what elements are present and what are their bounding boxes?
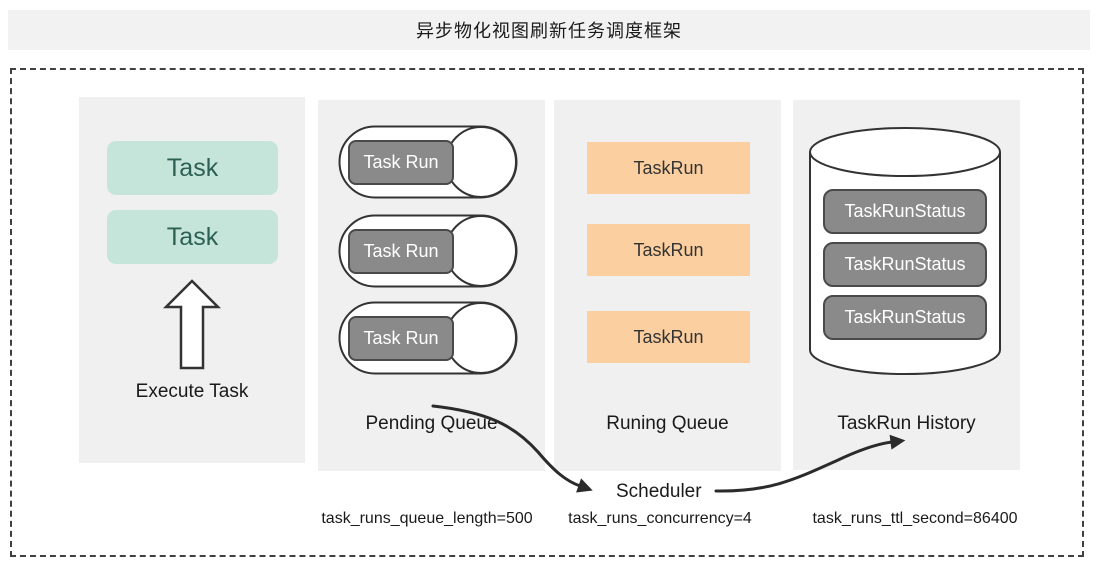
running-queue-label: Runing Queue — [606, 413, 729, 434]
task-run-status-node: TaskRunStatus — [823, 295, 987, 340]
scheduler-label: Scheduler — [616, 481, 702, 502]
param-queue-length: task_runs_queue_length=500 — [321, 510, 533, 527]
running-task-run-node: TaskRun — [587, 311, 750, 363]
task-run-status-node: TaskRunStatus — [823, 189, 987, 234]
pending-task-run-node: Task Run — [348, 316, 454, 361]
running-task-run-node: TaskRun — [587, 224, 750, 276]
task-run-status-node: TaskRunStatus — [823, 242, 987, 287]
history-label: TaskRun History — [837, 413, 976, 434]
param-concurrency: task_runs_concurrency=4 — [568, 510, 752, 527]
task-node: Task — [107, 141, 278, 195]
pending-queue-label: Pending Queue — [365, 413, 498, 434]
task-node: Task — [107, 210, 278, 264]
pending-task-run-node: Task Run — [348, 140, 454, 185]
execute-task-label: Execute Task — [135, 381, 249, 402]
diagram-title: 异步物化视图刷新任务调度框架 — [416, 21, 682, 41]
diagram-frame — [10, 68, 1084, 557]
diagram-title-bar: 异步物化视图刷新任务调度框架 — [8, 10, 1090, 50]
up-arrow-icon — [162, 279, 222, 370]
param-ttl: task_runs_ttl_second=86400 — [812, 510, 1018, 527]
pending-task-run-node: Task Run — [348, 229, 454, 274]
running-task-run-node: TaskRun — [587, 142, 750, 194]
